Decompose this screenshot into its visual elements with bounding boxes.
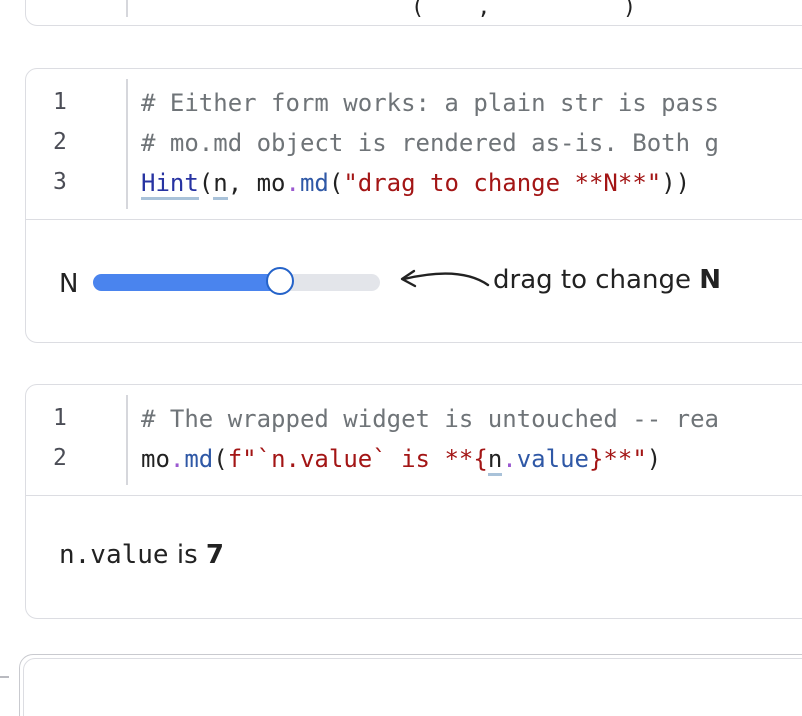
token-module: mo	[256, 169, 286, 197]
result-value: 7	[205, 540, 224, 570]
hint-text-plain: drag to change	[493, 265, 700, 295]
previous-cell: ( , )	[25, 0, 802, 26]
result-text: is	[168, 540, 206, 570]
token-dot: .	[285, 169, 300, 197]
token-separator: ,	[227, 169, 257, 197]
hint-text-bold: N	[699, 265, 721, 295]
cell-focus-frame	[23, 658, 802, 716]
n-slider-thumb[interactable]	[265, 267, 294, 295]
line-number: 1	[53, 405, 67, 431]
n-slider-fill	[93, 274, 280, 291]
token-attribute: md	[184, 445, 214, 473]
line-number: 1	[53, 89, 67, 115]
line-number: 3	[53, 169, 67, 195]
focused-cell[interactable]	[19, 654, 802, 716]
gutter-divider	[126, 0, 128, 17]
gutter-divider	[126, 79, 128, 209]
token-variable: n	[213, 169, 228, 200]
token-paren: (	[328, 169, 344, 197]
line-gutter: 1 2 3	[26, 69, 126, 219]
token-paren: )	[646, 445, 662, 473]
code-editor[interactable]: 1 2 3 # Either form works: a plain str i…	[26, 69, 802, 220]
token-paren: ))	[661, 169, 691, 197]
code-line-comment[interactable]: # mo.md object is rendered as-is. Both g	[141, 129, 719, 157]
line-gutter: 1 2	[26, 385, 126, 495]
drag-handle-mark[interactable]	[0, 676, 9, 678]
token-string: }**"	[588, 445, 647, 473]
token-function: Hint	[141, 169, 199, 200]
token-module: mo	[141, 445, 170, 473]
token-paren: (	[213, 445, 228, 473]
value-result: n.value is 7	[59, 540, 224, 570]
token-paren: (	[198, 169, 214, 197]
hint-text: drag to change N	[493, 265, 721, 295]
cell-output: n.value is 7	[26, 496, 802, 618]
curved-arrow-icon	[400, 269, 490, 288]
token-variable: n	[487, 445, 503, 476]
slider-label: N	[59, 269, 79, 299]
code-line-comment[interactable]: # The wrapped widget is untouched -- rea	[141, 405, 719, 433]
token-string: f"`n.value` is **{	[227, 445, 488, 473]
token-attribute: value	[516, 445, 589, 473]
token-attribute: md	[299, 169, 329, 197]
token-string: "drag to change **N**"	[343, 169, 662, 197]
line-number: 2	[53, 129, 67, 155]
code-line-comment[interactable]: # Either form works: a plain str is pass	[141, 89, 719, 117]
code-line-md-call[interactable]: mo.md(f"`n.value` is **{n.value}**")	[141, 445, 662, 476]
code-line-hint-call[interactable]: Hint(n, mo.md("drag to change **N**"))	[141, 169, 691, 200]
result-code: n.value	[59, 540, 169, 570]
previous-cell-code-fragment: ( , )	[411, 0, 637, 20]
cell-output: N drag to change N	[26, 220, 802, 342]
token-dot: .	[502, 445, 517, 473]
token-dot: .	[169, 445, 185, 473]
value-cell[interactable]: 1 2 # The wrapped widget is untouched --…	[25, 384, 802, 619]
gutter-divider	[126, 395, 128, 485]
hint-cell[interactable]: 1 2 3 # Either form works: a plain str i…	[25, 68, 802, 343]
code-editor[interactable]: 1 2 # The wrapped widget is untouched --…	[26, 385, 802, 496]
line-number: 2	[53, 445, 67, 471]
n-slider-track[interactable]	[93, 267, 380, 295]
